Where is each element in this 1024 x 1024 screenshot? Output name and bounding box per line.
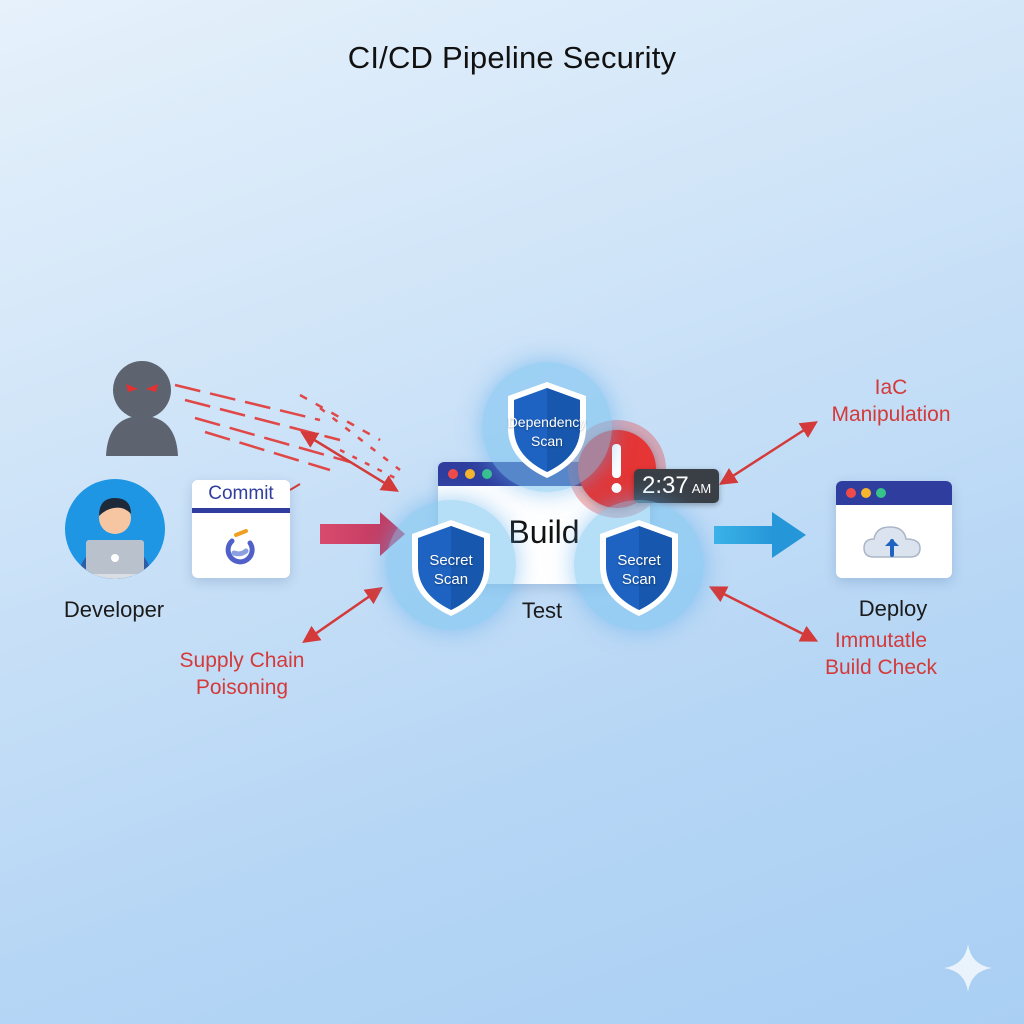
timestamp-meridiem: AM <box>691 481 712 496</box>
window-dot-green <box>482 469 492 479</box>
build-to-deploy-arrow <box>714 512 806 558</box>
commit-card[interactable]: Commit <box>192 480 290 578</box>
stage-label-deploy: Deploy <box>858 596 928 621</box>
attack-streaks <box>174 383 401 480</box>
secret-scan-right-label: Secret Scan <box>617 552 661 588</box>
threat-arrow-supply-chain <box>302 587 383 643</box>
shield-icon <box>600 520 678 616</box>
cloud-upload-icon <box>863 526 921 558</box>
commit-connector <box>289 483 301 491</box>
stage-label-test: Test <box>521 598 563 623</box>
page-title: CI/CD Pipeline Security <box>347 40 677 75</box>
timestamp-time: 2:37 <box>642 472 689 499</box>
sparkle-icon <box>944 944 992 992</box>
threat-label-immutable: Immutatle Build Check <box>824 629 938 679</box>
shield-icon <box>412 520 490 616</box>
deploy-window[interactable] <box>836 481 952 578</box>
threat-arrow-immutable <box>708 586 819 642</box>
window-dot-yellow <box>465 469 475 479</box>
threat-arrow-attacker <box>300 431 399 492</box>
deploy-window-titlebar <box>836 481 952 505</box>
threat-arrow-iac <box>719 421 818 485</box>
dependency-scan-label: Dependency Scan <box>507 414 587 449</box>
developer-icon <box>65 479 165 579</box>
threat-label-iac: IaC Manipulation <box>831 376 951 426</box>
threat-label-supply-chain: Supply Chain Poisoning <box>179 649 305 699</box>
attacker-icon <box>106 361 178 456</box>
window-dot-red <box>448 469 458 479</box>
secret-scan-left-label: Secret Scan <box>429 552 473 588</box>
build-label: Build <box>508 514 580 550</box>
window-dot-yellow <box>861 488 871 498</box>
shield-icon <box>508 382 586 478</box>
window-dot-red <box>846 488 856 498</box>
window-dot-green <box>876 488 886 498</box>
commit-label: Commit <box>192 480 290 513</box>
sync-icon <box>225 529 255 565</box>
stage-label-developer: Developer <box>63 597 165 622</box>
